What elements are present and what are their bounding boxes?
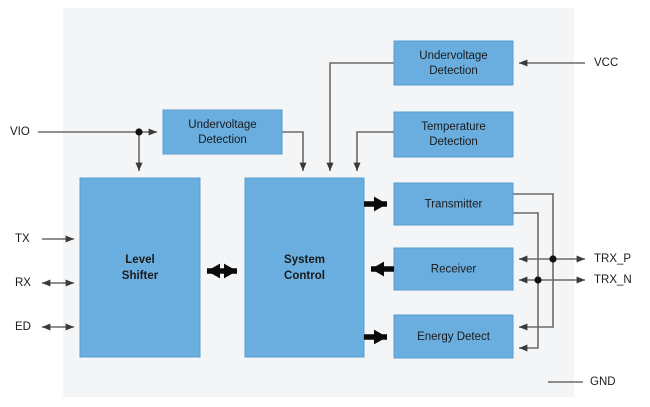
block-group: Undervoltage Detection Undervoltage Dete… <box>79 40 514 359</box>
pin-label-tx: TX <box>15 233 30 245</box>
pin-label-vcc: VCC <box>594 57 618 69</box>
pin-label-ed: ED <box>15 321 31 333</box>
block-label-receiver: Receiver <box>431 264 477 276</box>
block-receiver[interactable]: Receiver <box>393 247 514 291</box>
block-label-level-shifter-line2: Shifter <box>122 270 159 282</box>
junction-dot-trx-p <box>549 255 557 263</box>
block-label-undervoltage-vio-line1: Undervoltage <box>188 119 256 131</box>
wire-temperature-to-system <box>353 131 394 172</box>
block-label-temperature-line2: Detection <box>429 136 478 148</box>
bold-wire-group <box>207 196 394 345</box>
pin-label-vio: VIO <box>10 126 30 138</box>
wire-trx-p-to-energy-detect <box>518 259 554 331</box>
wire-trx-n-to-energy-detect <box>518 280 539 352</box>
pin-label-trx-p: TRX_P <box>594 253 631 265</box>
block-level-shifter[interactable]: Level Shifter <box>79 177 201 358</box>
block-label-level-shifter-line1: Level <box>125 254 154 266</box>
thin-wire-group <box>38 59 586 383</box>
block-undervoltage-vio[interactable]: Undervoltage Detection <box>162 109 283 155</box>
pin-label-gnd: GND <box>590 376 616 388</box>
block-temperature[interactable]: Temperature Detection <box>393 111 514 158</box>
pin-label-group: VIO TX RX ED VCC TRX_P TRX_N GND <box>10 57 632 388</box>
block-transmitter[interactable]: Transmitter <box>393 182 514 226</box>
wire-transmitter-to-trx-p <box>513 193 554 259</box>
block-label-undervoltage-vcc-line2: Detection <box>429 65 478 77</box>
junction-dot-trx-n <box>534 276 542 284</box>
block-label-transmitter: Transmitter <box>425 199 483 211</box>
block-label-temperature-line1: Temperature <box>421 121 486 133</box>
wire-undervoltage-vcc-to-system <box>326 62 394 172</box>
block-system-control[interactable]: System Control <box>244 177 365 358</box>
pin-label-rx: RX <box>15 277 31 289</box>
wire-transmitter-to-trx-n <box>513 212 539 280</box>
block-label-system-control-line1: System <box>284 254 325 266</box>
block-label-system-control-line2: Control <box>284 270 325 282</box>
pin-label-trx-n: TRX_N <box>594 274 632 286</box>
junction-dot-group <box>135 128 557 284</box>
block-label-undervoltage-vio-line2: Detection <box>198 134 247 146</box>
junction-dot-vio <box>135 128 143 136</box>
block-energy-detect[interactable]: Energy Detect <box>393 314 514 359</box>
block-undervoltage-vcc[interactable]: Undervoltage Detection <box>393 40 514 86</box>
block-label-energy-detect: Energy Detect <box>417 331 491 343</box>
block-label-undervoltage-vcc-line1: Undervoltage <box>419 50 487 62</box>
wire-undervoltage-vio-to-system <box>282 131 307 172</box>
